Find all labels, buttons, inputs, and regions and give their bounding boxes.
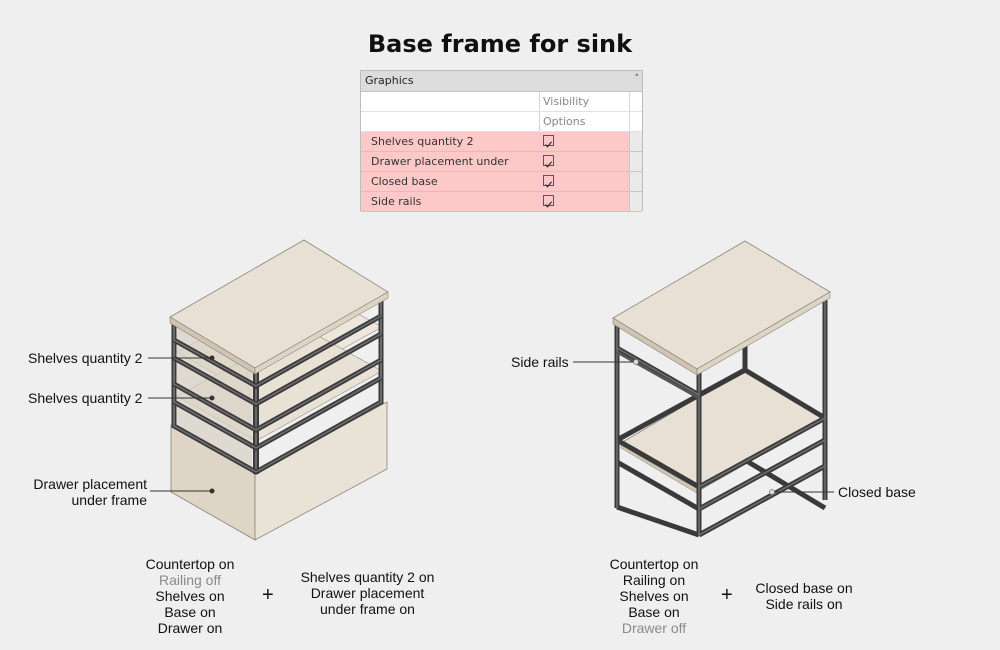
callout-dot: [209, 395, 215, 401]
right-cabinet-model: [573, 240, 834, 538]
callout-dot: [633, 359, 639, 365]
callout-side-rails: Side rails: [511, 354, 569, 370]
countertop-top-face: [612, 240, 831, 370]
graphics-properties-panel: Graphics ˄ Visibility Options Shelves qu…: [360, 70, 643, 212]
param-row-closed-base[interactable]: Closed base: [361, 172, 642, 192]
options-label: Options: [539, 112, 629, 131]
callout-shelves-quantity-lower: Shelves quantity 2: [28, 390, 143, 406]
visibility-row: Visibility: [361, 92, 642, 112]
visibility-label: Visibility: [539, 92, 629, 111]
right-callout-lines: [573, 361, 834, 493]
countertop-right-edge: [254, 291, 389, 375]
row-edit-handle[interactable]: [629, 152, 642, 171]
left-callout-lines: [148, 357, 212, 492]
plus-sign: +: [262, 584, 274, 606]
options-row: Options: [361, 112, 642, 132]
checkbox-checked-icon[interactable]: [543, 135, 554, 148]
plus-sign: +: [721, 584, 733, 606]
param-row-side-rails[interactable]: Side rails: [361, 192, 642, 212]
param-label: Shelves quantity 2: [371, 135, 474, 148]
left-cabinet-model: [148, 239, 389, 541]
right-param-caption: Closed base on Side rails on: [755, 580, 853, 612]
right-config-caption: Countertop on Railing on Shelves on Base…: [609, 556, 699, 636]
page-title: Base frame for sink: [367, 30, 633, 58]
callout-dot: [769, 489, 775, 495]
callout-dot: [209, 488, 215, 494]
graphics-group-label: Graphics: [365, 74, 414, 87]
checkbox-checked-icon[interactable]: [543, 155, 554, 168]
checkbox-checked-icon[interactable]: [543, 175, 554, 188]
row-edit-handle[interactable]: [629, 132, 642, 151]
collapse-chevron-icon[interactable]: ˄: [634, 74, 640, 84]
param-label: Side rails: [371, 195, 422, 208]
graphics-group-header[interactable]: Graphics ˄: [361, 71, 642, 92]
left-param-caption: Shelves quantity 2 on Drawer placement u…: [300, 569, 435, 617]
left-config-caption: Countertop on Railing off Shelves on Bas…: [145, 556, 235, 636]
row-edit-handle[interactable]: [629, 192, 642, 211]
countertop-right-edge: [696, 291, 831, 376]
row-edit-handle[interactable]: [629, 172, 642, 191]
callout-closed-base: Closed base: [838, 484, 916, 500]
param-label: Closed base: [371, 175, 438, 188]
param-row-shelves-quantity[interactable]: Shelves quantity 2: [361, 132, 642, 152]
callout-drawer-placement: Drawer placement under frame: [33, 476, 147, 508]
checkbox-checked-icon[interactable]: [543, 195, 554, 208]
callout-dot: [209, 355, 215, 361]
callout-shelves-quantity-upper: Shelves quantity 2: [28, 350, 143, 366]
side-rail-bar: [616, 350, 700, 400]
